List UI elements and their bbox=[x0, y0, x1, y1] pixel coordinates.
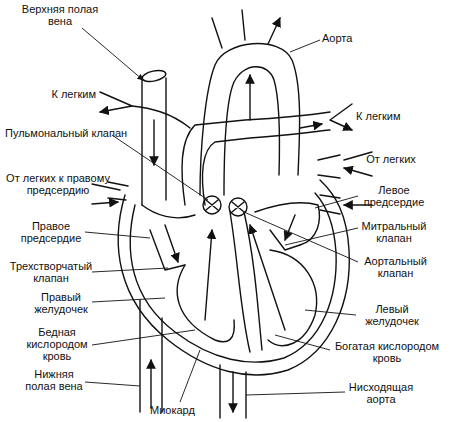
part-label: Левый желудочек bbox=[356, 303, 428, 327]
flow-arrow bbox=[300, 124, 322, 128]
part-label: Трехстворчатый клапан bbox=[5, 260, 97, 284]
septum bbox=[230, 212, 250, 352]
part-label: Аортальный клапан bbox=[358, 255, 433, 279]
flow-arrow bbox=[100, 92, 132, 112]
tricuspid-valve bbox=[150, 230, 185, 270]
left-atrium-wall bbox=[255, 203, 319, 245]
flow-arrow bbox=[153, 120, 154, 165]
leader-line bbox=[244, 212, 358, 262]
leader-line bbox=[92, 268, 168, 272]
leader-lines bbox=[82, 28, 358, 402]
leader-line bbox=[275, 335, 330, 350]
leader-line bbox=[85, 382, 140, 386]
pulmonary-artery bbox=[182, 112, 330, 205]
flow-arrow bbox=[205, 230, 212, 320]
part-label: Правый желудочек bbox=[28, 291, 94, 315]
flow-arrow bbox=[150, 360, 151, 408]
vena-cava bbox=[140, 300, 162, 412]
leader-line bbox=[305, 310, 356, 315]
vena-cava bbox=[142, 78, 166, 205]
descending-aorta bbox=[220, 365, 246, 418]
heart-outline bbox=[118, 180, 349, 375]
myocardium-inner bbox=[130, 193, 336, 362]
leader-line bbox=[92, 298, 165, 302]
flow-arrow bbox=[285, 215, 295, 240]
part-label: Митральный клапан bbox=[358, 220, 430, 244]
flow-arrow bbox=[92, 184, 120, 204]
leader-line bbox=[82, 28, 143, 80]
pulmonary-artery-inner bbox=[202, 130, 330, 205]
leader-line bbox=[315, 196, 358, 208]
part-label: Бедная кислородом кровь bbox=[18, 326, 96, 362]
part-label: Нижняя полая вена bbox=[22, 368, 86, 392]
flow-arrow bbox=[250, 225, 285, 330]
aorta-arch-inner bbox=[224, 67, 279, 195]
leader-line bbox=[285, 228, 358, 245]
right-atrium-wall bbox=[142, 205, 195, 218]
left-ventricle-wall bbox=[268, 250, 317, 346]
leader-line bbox=[112, 135, 208, 200]
part-label: Верхняя полая вена bbox=[20, 3, 100, 27]
part-label: Пульмональный клапан bbox=[5, 127, 140, 139]
part-label: Левое предсердие bbox=[358, 184, 430, 208]
part-label: Правое предсердие bbox=[15, 220, 87, 244]
part-label: К легким bbox=[20, 88, 96, 100]
part-label: От легких к правому предсердию bbox=[2, 172, 114, 196]
leader-line bbox=[180, 350, 200, 402]
pulmonary-veins bbox=[108, 182, 128, 200]
part-label: К легким bbox=[356, 110, 426, 122]
vena-cava-opening bbox=[141, 69, 167, 84]
flow-arrow bbox=[232, 372, 233, 412]
part-label: От легких bbox=[356, 153, 426, 165]
part-label: Миокард bbox=[150, 404, 220, 416]
leader-line bbox=[246, 392, 345, 395]
flow-arrow bbox=[165, 225, 178, 262]
part-label: Аорта bbox=[322, 32, 382, 44]
leader-line bbox=[290, 40, 320, 52]
flow-arrow bbox=[249, 75, 250, 120]
part-label: Нисходящая аорта bbox=[345, 381, 417, 405]
flow-arrow bbox=[330, 104, 352, 130]
pulmonary-veins bbox=[318, 155, 340, 214]
pulmonary-branch bbox=[132, 106, 190, 128]
part-label: Богатая кислородом кровь bbox=[328, 340, 446, 364]
valve-leaflets bbox=[206, 200, 244, 212]
leader-line bbox=[85, 232, 150, 238]
leader-line bbox=[92, 330, 195, 345]
flow-arrow bbox=[212, 10, 280, 48]
